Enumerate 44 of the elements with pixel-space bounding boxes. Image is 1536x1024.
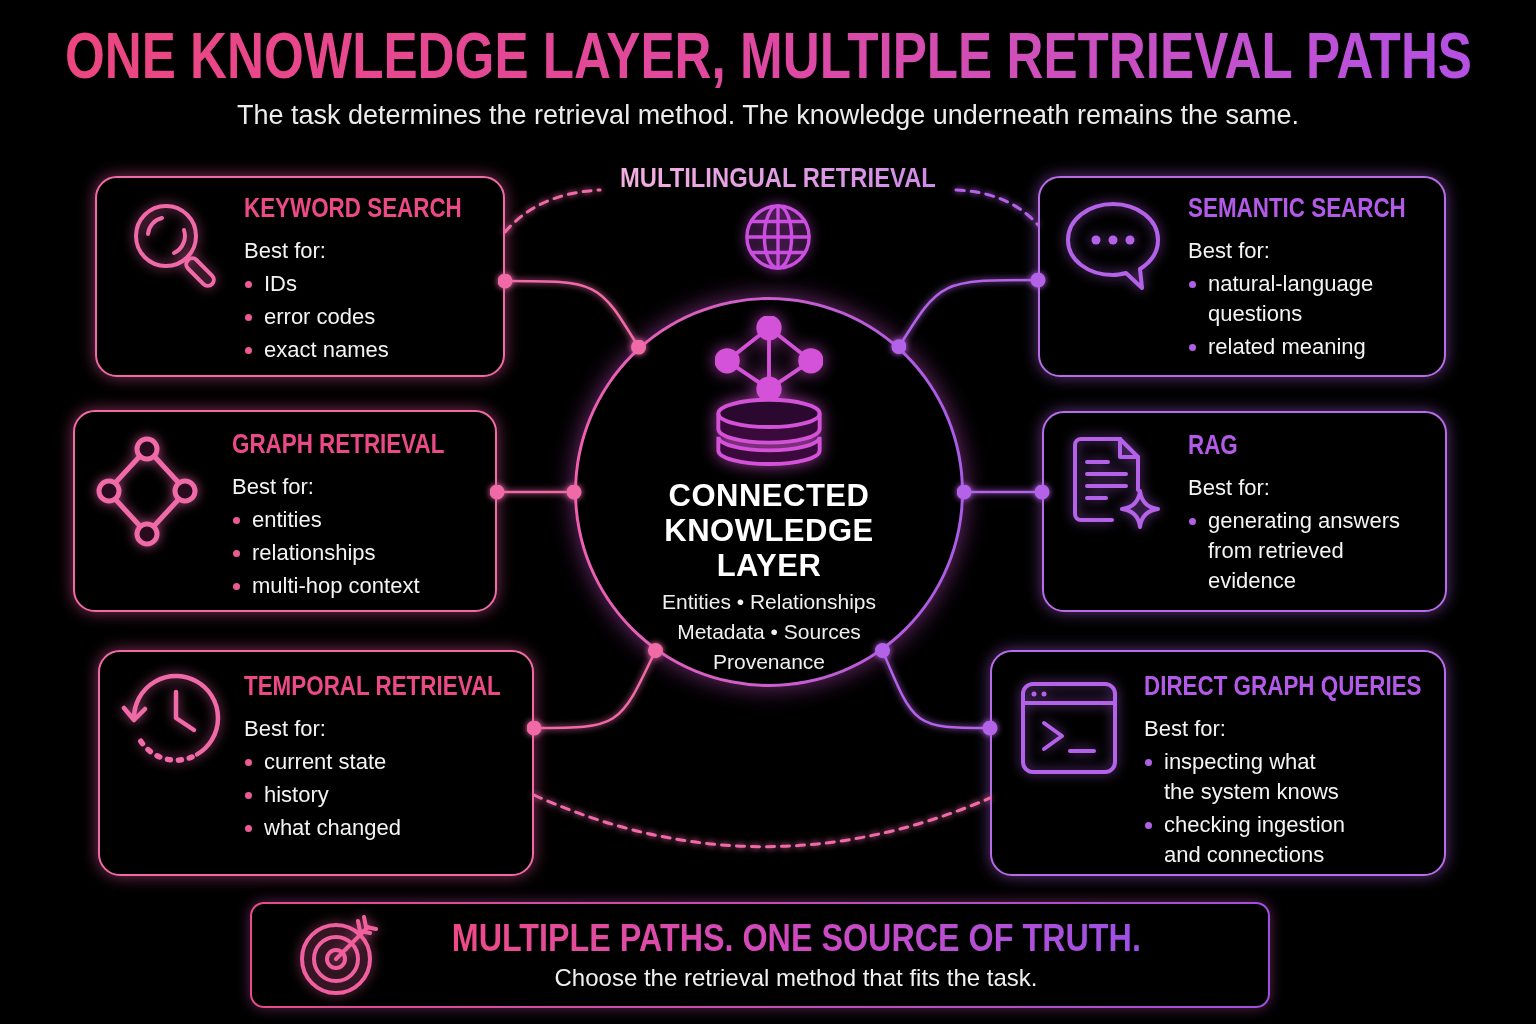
retrieval-card: [98, 650, 534, 876]
circle-subtitle: Entities • Relationships Metadata • Sources Provenance: [661, 589, 877, 675]
list-item-text: checking ingestion and connections: [1164, 811, 1346, 869]
subtitle: The task determines the retrieval method. The knowledge underneath remains the same.: [236, 99, 1300, 132]
retrieval-card: [1038, 176, 1446, 377]
dashed-connector: [954, 188, 1040, 227]
retrieval-card: [990, 650, 1446, 876]
card-title: DIRECT GRAPH QUERIES: [1144, 672, 1422, 700]
retrieval-card: [95, 176, 505, 377]
retrieval-card: [73, 410, 497, 612]
list-item-text: error codes: [264, 303, 376, 331]
card-subtitle: Best for:: [244, 237, 326, 265]
card-subtitle: Best for:: [1188, 474, 1270, 502]
circle-title: CONNECTED KNOWLEDGE LAYER: [663, 478, 875, 583]
connector-line: [956, 484, 1050, 500]
summary-banner: [250, 902, 1270, 1008]
list-item-text: exact names: [264, 336, 389, 364]
dashed-connector: [532, 793, 992, 849]
list-item-text: entities: [252, 506, 322, 534]
list-item-text: generating answers from retrieved evidence: [1208, 507, 1401, 595]
retrieval-card: [1042, 411, 1447, 612]
card-subtitle: Best for:: [1144, 715, 1226, 743]
card-title: RAG: [1188, 431, 1238, 459]
list-item-text: history: [264, 781, 329, 809]
list-item-text: what changed: [264, 814, 401, 842]
list-item-text: relationships: [252, 539, 376, 567]
card-title: SEMANTIC SEARCH: [1188, 194, 1406, 222]
card-subtitle: Best for:: [232, 473, 314, 501]
dashed-connector: [503, 188, 602, 234]
list-item-text: related meaning: [1208, 333, 1366, 361]
list-item-text: current state: [264, 748, 387, 776]
card-subtitle: Best for:: [244, 715, 326, 743]
card-title: KEYWORD SEARCH: [244, 194, 462, 222]
connector-line: [497, 273, 646, 355]
banner-subtitle: Choose the retrieval method that fits the task.: [554, 963, 1038, 993]
card-title: GRAPH RETRIEVAL: [232, 430, 445, 458]
connector-line: [875, 643, 998, 736]
connector-line: [526, 643, 663, 736]
connector-line: [489, 484, 582, 500]
connector-line: [891, 272, 1046, 355]
list-item-text: multi-hop context: [252, 572, 420, 600]
card-title: TEMPORAL RETRIEVAL: [244, 672, 501, 700]
card-subtitle: Best for:: [1188, 237, 1270, 265]
list-item-text: IDs: [264, 270, 297, 298]
